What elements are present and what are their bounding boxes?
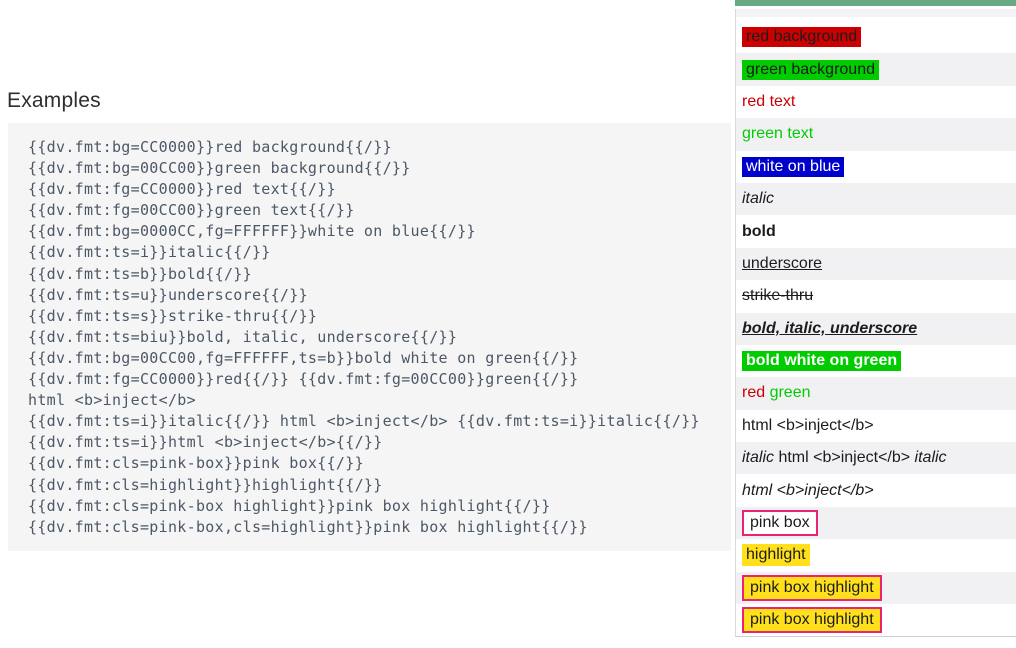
result-row-html-inject: html <b>inject</b> xyxy=(736,410,1016,442)
styled-text: bold, italic, underscore xyxy=(742,319,918,337)
result-row-bold-white-on-green: bold white on green xyxy=(736,345,1016,377)
code-line: {{dv.fmt:cls=highlight}}highlight{{/}} xyxy=(28,475,383,494)
code-line: {{dv.fmt:bg=0000CC,fg=FFFFFF}}white on b… xyxy=(28,222,476,241)
styled-text: bold white on green xyxy=(742,351,902,372)
code-line: {{dv.fmt:bg=00CC00,fg=FFFFFF,ts=b}}bold … xyxy=(28,348,579,367)
result-row-bold-italic-underscore: bold, italic, underscore xyxy=(736,312,1016,345)
result-row-white-on-blue: white on blue xyxy=(736,151,1016,183)
code-line: {{dv.fmt:fg=CC0000}}red{{/}} {{dv.fmt:fg… xyxy=(28,370,579,389)
code-line: {{dv.fmt:fg=00CC00}}green text{{/}} xyxy=(28,201,355,220)
result-row-italic: italic xyxy=(736,182,1016,216)
code-line: {{dv.fmt:ts=i}}html <b>inject</b>{{/}} xyxy=(28,433,383,452)
styled-text: html <b>inject</b> xyxy=(742,481,874,499)
styled-text: pink box highlight xyxy=(742,607,882,634)
result-row-highlight: highlight xyxy=(736,539,1016,571)
result-row-bold: bold xyxy=(736,215,1016,247)
styled-text: underscore xyxy=(742,254,823,272)
styled-text: white on blue xyxy=(742,156,845,177)
styled-text: bold xyxy=(742,222,776,240)
code-line: {{dv.fmt:cls=pink-box,cls=highlight}}pin… xyxy=(28,517,588,536)
styled-text: italic xyxy=(914,449,947,467)
results-panel: red background green background red text gr… xyxy=(735,0,1016,648)
styled-text: red background xyxy=(742,27,862,48)
result-row-strike-thru: strike-thru xyxy=(736,280,1016,312)
table-header-strip xyxy=(736,9,1016,17)
styled-text: red text xyxy=(742,92,796,110)
styled-text: strike-thru xyxy=(742,287,814,305)
result-row-pink-box: pink box xyxy=(736,506,1016,540)
styled-text: green xyxy=(769,384,811,402)
code-line: {{dv.fmt:ts=u}}underscore{{/}} xyxy=(28,285,308,304)
result-row-red-text: red text xyxy=(736,86,1016,118)
result-row-pink-box-highlight-1: pink box highlight xyxy=(736,571,1016,605)
code-line: {{dv.fmt:bg=00CC00}}green background{{/}… xyxy=(28,159,411,178)
styled-text: html <b>inject</b> xyxy=(774,449,915,467)
code-line: {{dv.fmt:bg=CC0000}}red background{{/}} xyxy=(28,138,392,156)
accent-bar xyxy=(735,0,1016,6)
result-row-underscore: underscore xyxy=(736,247,1016,281)
styled-text: green text xyxy=(742,125,814,143)
styled-text: pink box highlight xyxy=(742,574,882,601)
code-line: {{dv.fmt:ts=i}}italic{{/}} xyxy=(28,243,271,262)
code-block: {{dv.fmt:bg=CC0000}}red background{{/}} {… xyxy=(8,123,731,551)
styled-text: red xyxy=(742,384,766,402)
styled-text: html <b>inject</b> xyxy=(742,416,874,434)
results-table: red background green background red text gr… xyxy=(735,9,1016,638)
result-row-pink-box-highlight-2: pink box highlight xyxy=(736,604,1016,636)
styled-text: highlight xyxy=(742,544,810,567)
result-row-italic-html-inject: html <b>inject</b> xyxy=(736,474,1016,506)
code-line: {{dv.fmt:fg=CC0000}}red text{{/}} xyxy=(28,180,336,199)
styled-text: pink box xyxy=(742,510,818,537)
result-row-red-green: red green xyxy=(736,377,1016,410)
code-line: html <b>inject</b> xyxy=(28,391,196,410)
code-line: {{dv.fmt:ts=i}}italic{{/}} html <b>injec… xyxy=(28,412,700,431)
styled-text: italic xyxy=(742,190,775,208)
styled-text: italic xyxy=(742,449,775,467)
page-title: Examples xyxy=(7,89,101,113)
code-line: {{dv.fmt:cls=pink-box}}pink box{{/}} xyxy=(28,454,364,473)
code-line: {{dv.fmt:ts=s}}strike-thru{{/}} xyxy=(28,306,318,325)
result-row-green-background: green background xyxy=(736,53,1016,86)
styled-text: green background xyxy=(742,59,879,80)
result-row-red-background: red background xyxy=(736,21,1016,53)
result-row-green-text: green text xyxy=(736,118,1016,151)
code-line: {{dv.fmt:cls=pink-box highlight}}pink bo… xyxy=(28,496,551,515)
result-row-italic-html-inject-italic: italic html <b>inject</b> italic xyxy=(736,442,1016,475)
code-line: {{dv.fmt:ts=biu}}bold, italic, underscor… xyxy=(28,327,458,346)
code-line: {{dv.fmt:ts=b}}bold{{/}} xyxy=(28,264,252,283)
